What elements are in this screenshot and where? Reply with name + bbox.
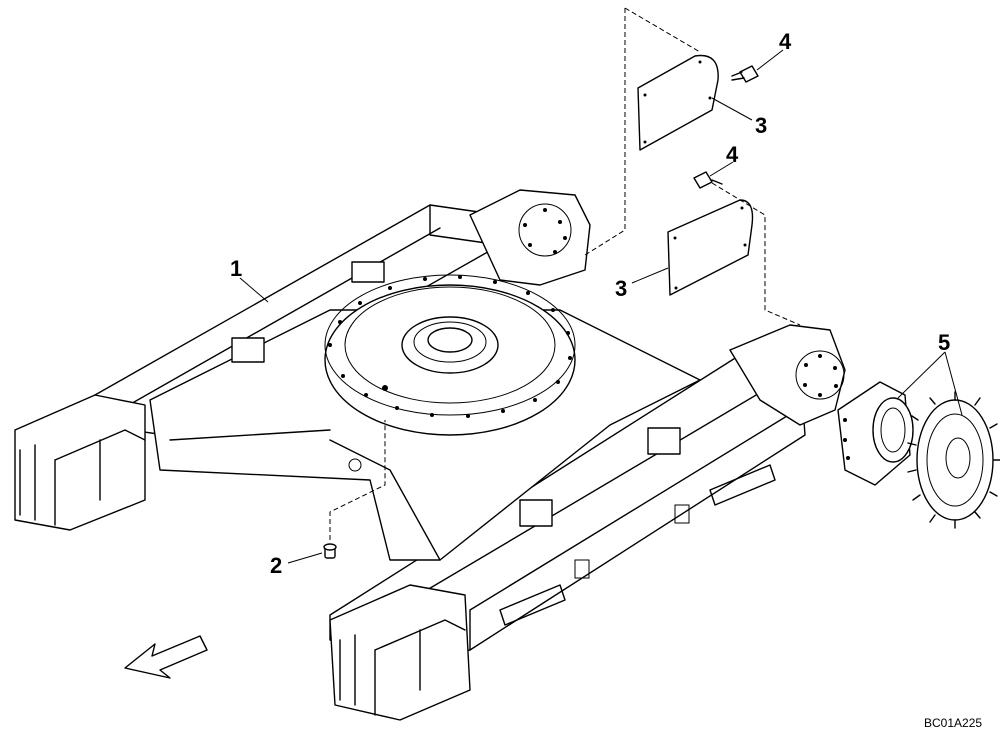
travel-motor bbox=[837, 381, 914, 486]
bolt-lower bbox=[693, 171, 723, 189]
cover-lower bbox=[667, 199, 754, 296]
bolt-upper bbox=[731, 65, 759, 83]
cover-upper bbox=[637, 54, 719, 151]
callout-3-lower: 3 bbox=[615, 276, 627, 301]
front-direction-arrow-icon bbox=[124, 635, 208, 679]
bearing-bolt-holes bbox=[328, 275, 572, 418]
callout-4-upper: 4 bbox=[779, 29, 792, 54]
track-frame bbox=[14, 189, 846, 721]
callout-4-lower: 4 bbox=[726, 142, 739, 167]
sprocket bbox=[907, 391, 1000, 529]
callout-1: 1 bbox=[230, 256, 242, 281]
callout-5: 5 bbox=[938, 330, 950, 355]
callout-3-upper: 3 bbox=[755, 113, 767, 138]
drawing-code: BC01A225 bbox=[924, 716, 982, 730]
grease-fitting bbox=[323, 543, 337, 559]
callout-2: 2 bbox=[270, 553, 282, 578]
